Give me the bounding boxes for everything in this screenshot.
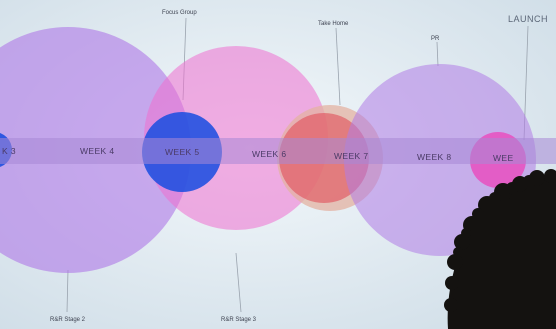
label-pr: PR <box>431 36 440 42</box>
label-focus-group: Focus Group <box>162 10 197 16</box>
week-label-7: WEEK 7 <box>334 151 369 161</box>
leader-line-take-home <box>335 27 341 106</box>
leader-line-rr-stage-2 <box>66 269 69 313</box>
week-label-9: WEE <box>493 153 514 163</box>
week-label-4: WEEK 4 <box>80 146 115 156</box>
week-labels: K 3 WEEK 4 WEEK 5 WEEK 6 WEEK 7 WEEK 8 W… <box>2 146 514 163</box>
leader-lines <box>66 17 529 313</box>
label-rr-stage-2: R&R Stage 2 <box>50 317 86 323</box>
week-label-3: K 3 <box>2 146 16 156</box>
week-label-6: WEEK 6 <box>252 149 287 159</box>
leader-line-pr <box>436 41 439 67</box>
timeline-band <box>0 138 556 164</box>
leader-line-rr-stage-3 <box>235 252 242 313</box>
milestone-labels: Focus Group Take Home PR LAUNCH R&R Stag… <box>50 10 548 323</box>
label-launch: LAUNCH <box>508 14 548 24</box>
week-label-5: WEEK 5 <box>165 147 200 157</box>
label-take-home: Take Home <box>318 21 349 27</box>
week-label-8: WEEK 8 <box>417 152 452 162</box>
label-rr-stage-3: R&R Stage 3 <box>221 317 257 323</box>
person-hair-silhouette <box>444 169 556 329</box>
